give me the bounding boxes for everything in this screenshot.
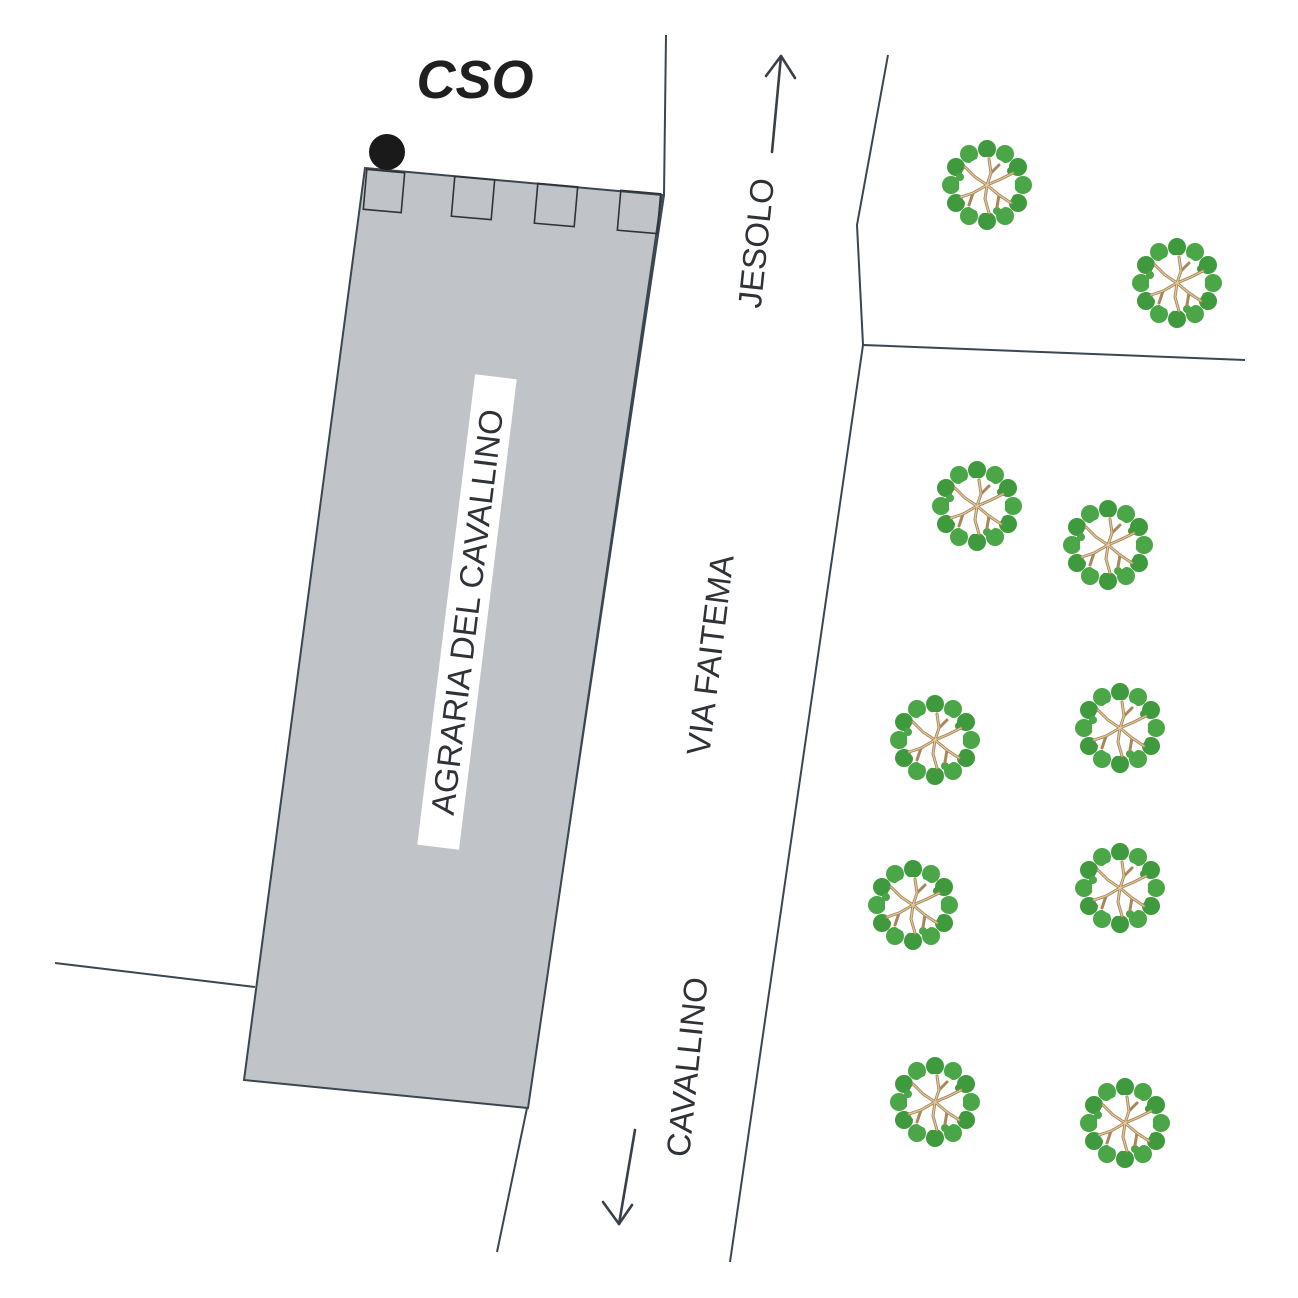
trees	[866, 138, 1224, 1170]
tree-icon	[930, 459, 1024, 553]
cso-marker: CSO	[369, 50, 534, 170]
building-label-box	[417, 374, 517, 850]
tree-icon	[888, 1055, 982, 1149]
loading-bay	[362, 168, 406, 214]
tree-icon	[940, 138, 1034, 232]
property-boundary-west	[54, 962, 256, 988]
arrow-north-icon	[764, 54, 797, 154]
arrow-south-icon	[601, 1128, 637, 1226]
loading-bay	[450, 175, 496, 221]
building: AGRARIA DEL CAVALLINO	[242, 166, 664, 1110]
tree-icon	[1073, 841, 1167, 935]
cso-point-icon	[369, 134, 405, 170]
direction-label-cavallino: CAVALLINO	[659, 975, 715, 1158]
tree-icon	[866, 858, 960, 952]
tree-icon	[1061, 498, 1155, 592]
road-edge-east	[729, 54, 889, 1263]
tree-icon	[1130, 236, 1224, 330]
street-label: VIA FAITEMA	[679, 553, 740, 758]
side-road-edge	[862, 344, 1246, 361]
tree-icon	[1073, 681, 1167, 775]
tree-icon	[888, 693, 982, 787]
tree-icon	[1078, 1076, 1172, 1170]
loading-bay	[533, 182, 579, 228]
loading-bay	[616, 189, 662, 235]
cso-label: CSO	[416, 50, 533, 110]
direction-label-jesolo: JESOLO	[731, 176, 781, 309]
